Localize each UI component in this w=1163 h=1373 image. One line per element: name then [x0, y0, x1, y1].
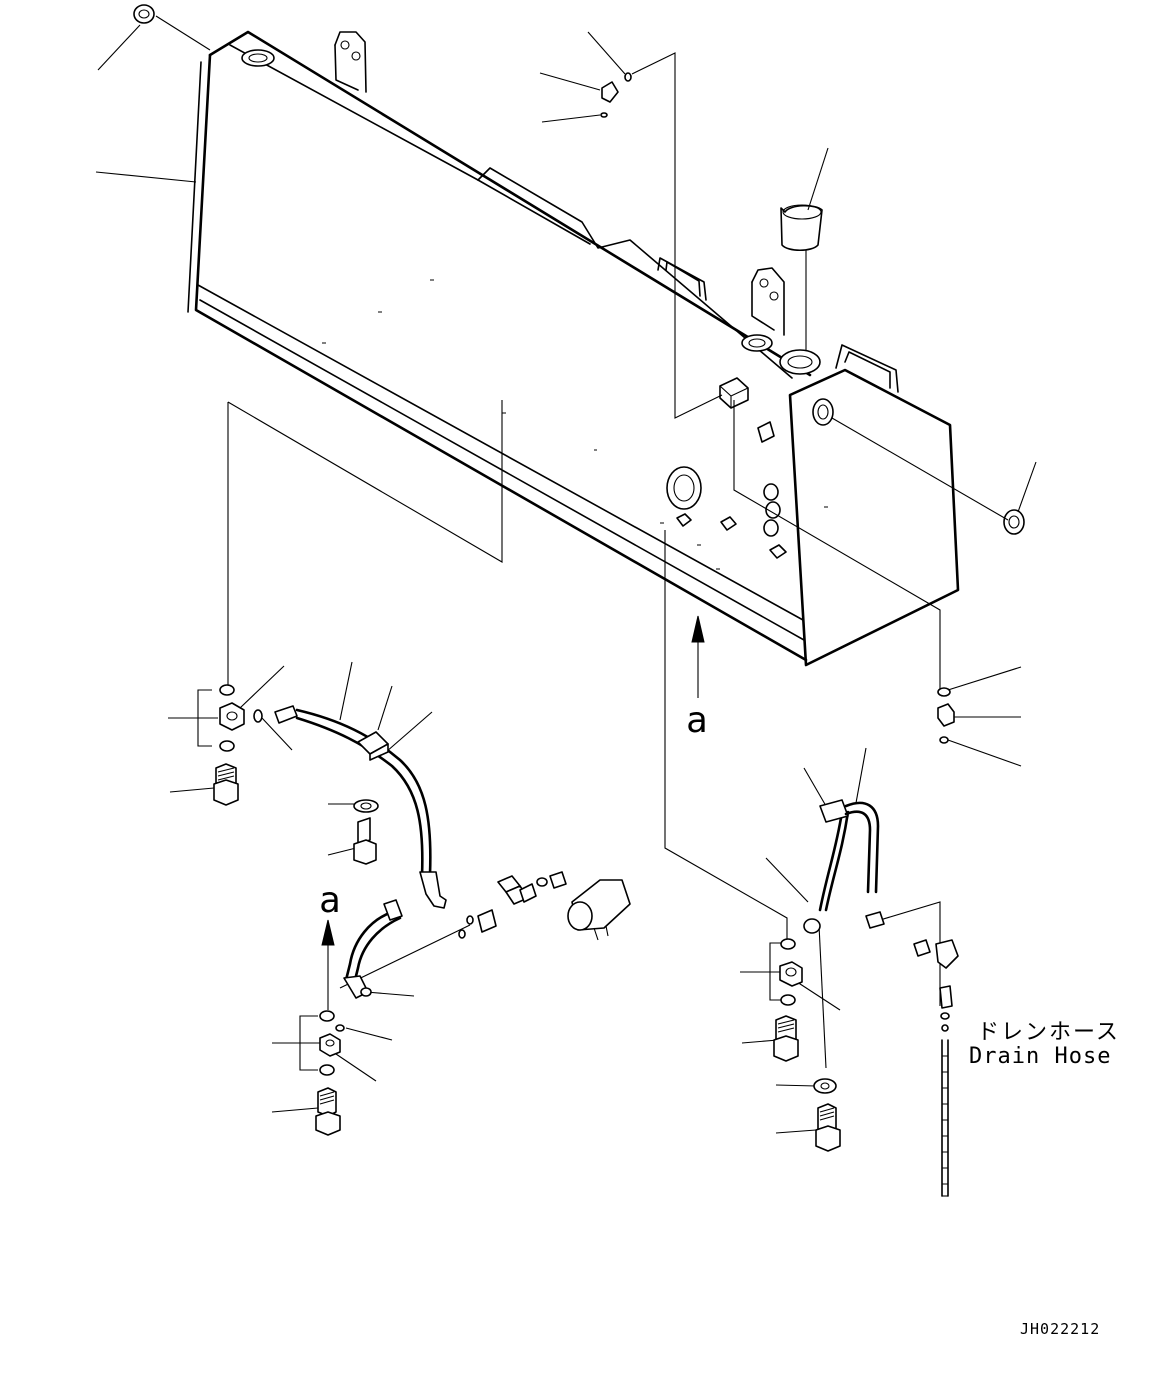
fuel-tank	[188, 32, 958, 665]
reference-lines	[156, 16, 1008, 1068]
drawing-number: JH022212	[1020, 1320, 1101, 1338]
drain-hose-label-jp: ドレンホース	[977, 1020, 1120, 1045]
fuel-block-left	[214, 685, 446, 908]
view-label-a-top: a	[686, 700, 708, 741]
view-arrows	[322, 616, 704, 1010]
view-label-a-bottom: a	[319, 880, 341, 921]
tank-caps	[134, 5, 1024, 534]
fuel-block-lower-left	[316, 900, 402, 1135]
drain-hose	[866, 912, 958, 1196]
drain-hose-label-en: Drain Hose	[969, 1044, 1112, 1069]
fuel-block-right	[774, 688, 954, 1151]
leader-lines	[96, 25, 1036, 1133]
fuel-filter-components	[459, 872, 630, 940]
